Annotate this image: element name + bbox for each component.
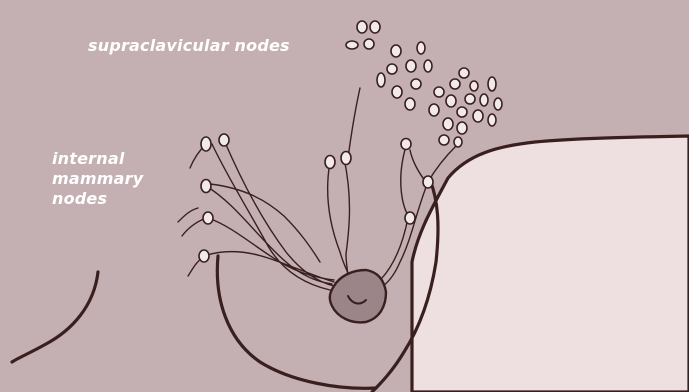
lymph-node xyxy=(465,94,475,104)
internal-mammary-node-cluster xyxy=(199,134,229,262)
axillary-node-cluster xyxy=(325,139,433,225)
lymph-node xyxy=(201,180,211,193)
lymph-node xyxy=(423,176,433,188)
lymph-node xyxy=(406,60,416,72)
lymph-node xyxy=(446,95,456,107)
lymph-node xyxy=(392,86,402,98)
lymph-node xyxy=(377,73,385,87)
lymph-node xyxy=(459,68,469,78)
lymph-node xyxy=(405,98,415,110)
lymph-node xyxy=(450,79,460,89)
lymph-node xyxy=(219,134,229,146)
lymph-node xyxy=(387,64,397,74)
label-line: nodes xyxy=(52,189,162,209)
lymph-node xyxy=(341,152,351,165)
lymph-node xyxy=(429,104,439,116)
left-breast-outline xyxy=(12,272,98,362)
lymph-node xyxy=(480,94,488,106)
tumor xyxy=(330,270,386,322)
supraclavicular-nodes-label: supraclavicular nodes xyxy=(88,36,290,56)
lymph-node xyxy=(470,81,478,91)
arm-shape xyxy=(412,136,689,392)
lymph-node xyxy=(443,118,453,130)
lymph-node xyxy=(203,212,213,224)
lymph-node xyxy=(346,41,358,49)
lymph-node xyxy=(457,107,467,117)
lymph-node xyxy=(325,156,335,169)
lymph-node xyxy=(439,135,449,145)
lymph-node xyxy=(494,98,502,110)
lymph-node xyxy=(488,77,496,91)
lymph-node xyxy=(201,137,211,151)
lymph-node xyxy=(457,122,467,134)
lymph-node xyxy=(454,137,462,147)
lymph-node xyxy=(473,110,483,122)
lymph-node xyxy=(434,87,444,97)
supraclavicular-node-cluster xyxy=(346,21,502,147)
lymph-node xyxy=(417,42,425,54)
internal-mammary-nodes-label: internal mammary nodes xyxy=(52,149,162,209)
lymph-node xyxy=(391,45,401,57)
lymph-node xyxy=(411,79,421,89)
label-line: mammary xyxy=(52,169,162,189)
lymph-node xyxy=(424,60,432,72)
lymph-node xyxy=(405,212,415,224)
lymph-node xyxy=(488,114,496,126)
label-line: internal xyxy=(52,149,162,169)
lymph-node xyxy=(370,21,380,33)
lymph-node xyxy=(199,250,209,262)
lymph-node xyxy=(364,39,374,49)
lymph-node xyxy=(357,21,367,33)
lymph-node xyxy=(401,139,411,150)
